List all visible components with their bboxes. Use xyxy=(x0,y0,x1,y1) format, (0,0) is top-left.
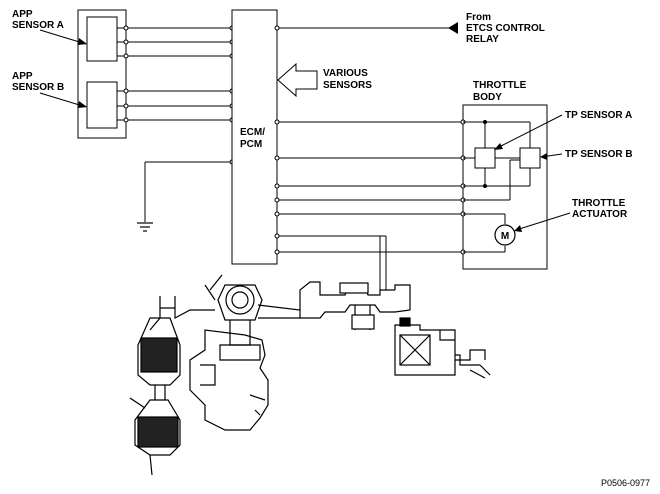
tp-sensor-a-label: TP SENSOR A xyxy=(565,110,632,121)
tp-sensor-b-box xyxy=(519,147,541,169)
various-sensors-arrow-icon xyxy=(277,62,318,98)
figure-id: P0506-0977 xyxy=(601,478,650,488)
ecm-pcm-label: ECM/ PCM xyxy=(240,127,268,150)
throttle-body-label: THROTTLE BODY xyxy=(473,80,529,103)
app-sensor-b-pointer xyxy=(39,92,87,108)
throttle-actuator-label: THROTTLE ACTUATOR xyxy=(572,198,628,220)
app-sensor-a-box xyxy=(86,16,118,62)
app-sensor-b-box xyxy=(86,81,118,129)
app-sensor-b-label: APP SENSOR B xyxy=(12,71,64,93)
various-sensors-label: VARIOUS SENSORS xyxy=(323,68,372,91)
throttle-motor-icon xyxy=(494,224,516,246)
ground-icon xyxy=(137,222,153,232)
app-sensor-a-label: APP SENSOR A xyxy=(12,9,64,31)
engine-illustration xyxy=(129,274,491,476)
ground-wire xyxy=(144,159,235,222)
app-to-ecm-wires xyxy=(117,25,235,123)
throttle-body-internal-wiring xyxy=(463,120,531,253)
app-sensor-a-pointer xyxy=(39,29,87,45)
etcs-relay-arrow-icon xyxy=(448,22,458,34)
ecm-to-throttle-wires xyxy=(274,119,466,255)
throttle-motor-symbol: M xyxy=(501,231,509,242)
ecm-pcm-box xyxy=(231,9,278,265)
tp-sensor-b-label: TP SENSOR B xyxy=(565,149,633,160)
throttle-body-box xyxy=(462,104,548,270)
app-sensor-assembly xyxy=(77,9,127,139)
etcs-relay-label: From ETCS CONTROL RELAY xyxy=(466,12,548,45)
tp-sensor-a-box xyxy=(474,147,496,169)
